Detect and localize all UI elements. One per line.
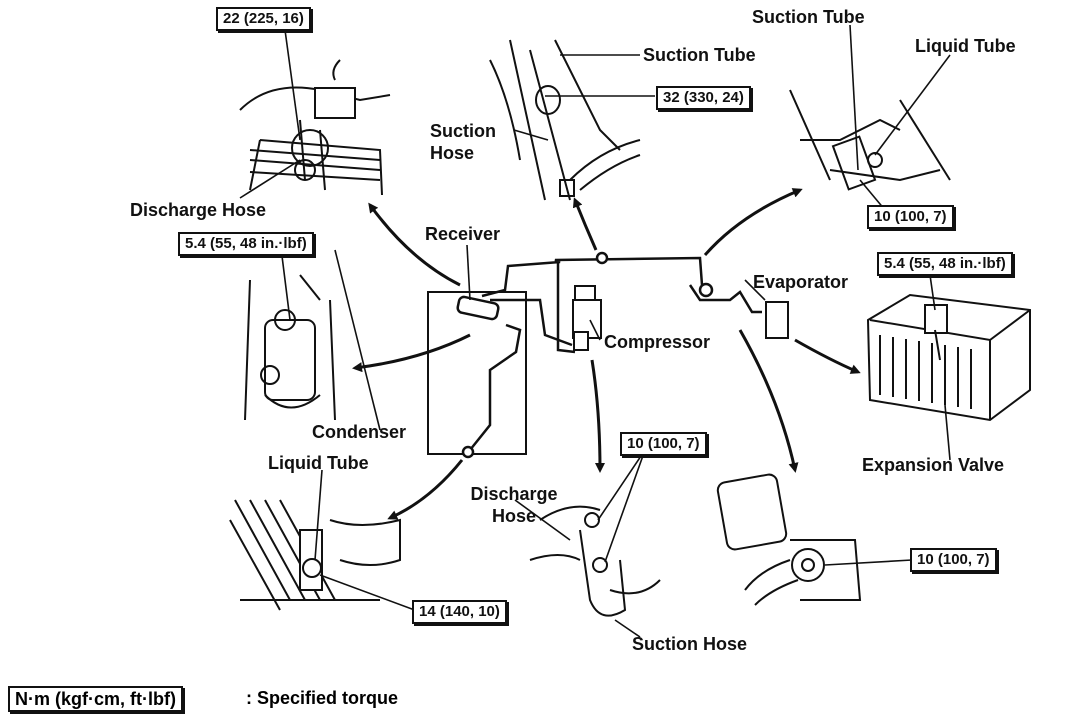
arrow-to-suction-right [738, 329, 799, 473]
torque-receiver: 5.4 (55, 48 in.·lbf) [178, 232, 314, 256]
compressor-sketch [529, 505, 661, 617]
evaporator-shape [765, 301, 789, 339]
label-compressor: Compressor [604, 332, 711, 352]
torque-expansion-valve: 5.4 (55, 48 in.·lbf) [877, 252, 1013, 276]
center-schematic [427, 251, 789, 459]
label-discharge-hose-bottom: Discharge Hose [462, 483, 566, 527]
arrows [352, 188, 861, 520]
arrow-to-suction-top [572, 197, 598, 251]
torque-suction-hose-right: 10 (100, 7) [910, 548, 997, 572]
arrow-to-liquid-right [703, 188, 803, 256]
condenser-outline [427, 291, 527, 455]
arrow-to-evaporator [794, 338, 861, 374]
label-suction-hose-top-text: Suction Hose [430, 121, 496, 163]
legend-description: : Specified torque [246, 688, 399, 708]
suction-tube-sketch [489, 39, 641, 201]
label-expansion-valve: Expansion Valve [862, 455, 1005, 475]
discharge-hose-sketch [239, 59, 391, 196]
evaporator-sketch [866, 293, 1031, 422]
label-evaporator: Evaporator [753, 272, 849, 292]
label-suction-tube-top: Suction Tube [643, 45, 756, 65]
suction-hose-sketch [716, 473, 862, 606]
torque-discharge-top: 22 (225, 16) [216, 7, 311, 31]
leader-lines [239, 24, 951, 638]
torque-liquid-tube-right: 10 (100, 7) [867, 205, 954, 229]
label-suction-hose-bottom: Suction Hose [632, 634, 748, 654]
torque-condenser: 14 (140, 10) [412, 600, 507, 624]
receiver-sketch [244, 274, 336, 421]
legend-unit-box: N·m (kgf·cm, ft·lbf) [8, 686, 183, 712]
label-discharge-hose-bottom-text: Discharge Hose [470, 484, 558, 526]
label-suction-hose-top: Suction Hose [430, 120, 512, 164]
label-discharge-hose-top: Discharge Hose [130, 200, 267, 220]
label-liquid-tube-left: Liquid Tube [268, 453, 369, 473]
label-condenser: Condenser [312, 422, 407, 442]
label-suction-tube-right: Suction Tube [752, 7, 865, 27]
label-receiver: Receiver [425, 224, 501, 244]
torque-compressor: 10 (100, 7) [620, 432, 707, 456]
arrow-to-condenser [387, 459, 464, 520]
torque-suction-tube-top: 32 (330, 24) [656, 86, 751, 110]
arrow-to-compressor [590, 359, 605, 473]
arrow-to-receiver [352, 333, 471, 373]
label-liquid-tube-right: Liquid Tube [915, 36, 1016, 56]
liquid-tube-sketch [789, 89, 951, 191]
receiver-shape [456, 295, 500, 321]
arrow-to-discharge-top [368, 202, 461, 287]
